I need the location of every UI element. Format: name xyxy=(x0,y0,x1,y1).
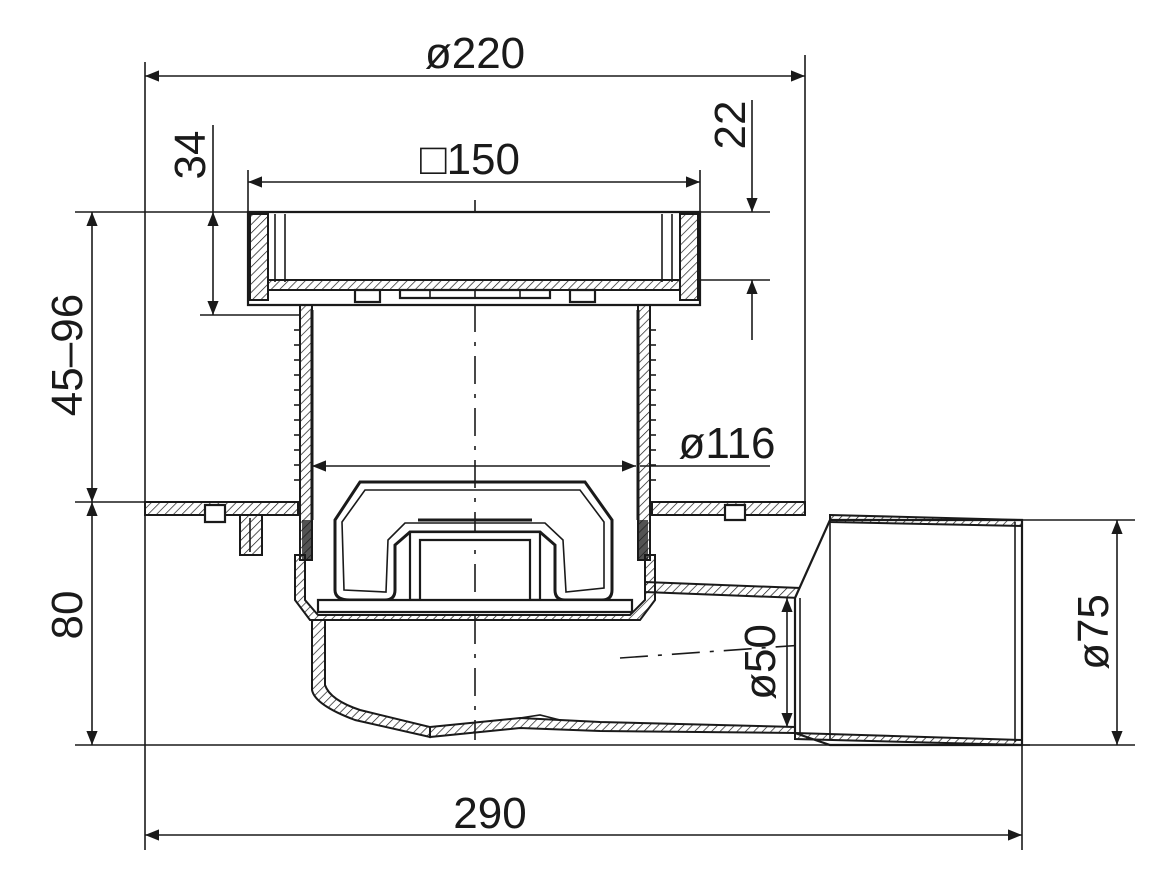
label-outlet-small: ø50 xyxy=(736,624,785,700)
label-outlet-large: ø75 xyxy=(1069,594,1118,670)
label-grate-height: 34 xyxy=(166,131,215,180)
label-grate-square: □150 xyxy=(420,135,520,184)
drain-body xyxy=(294,554,801,739)
telescopic-sleeve xyxy=(294,304,656,561)
grate-frame xyxy=(246,210,702,307)
sleeve-ribs-left xyxy=(294,329,300,481)
label-body-diameter: ø116 xyxy=(678,419,775,468)
dimension-lines xyxy=(86,70,1123,841)
odor-trap xyxy=(333,480,614,602)
label-frame-offset: 22 xyxy=(706,101,755,150)
label-outer-diameter: ø220 xyxy=(425,29,525,78)
label-adjust-range: 45–96 xyxy=(43,294,92,416)
dimension-labels: ø220 □150 34 22 45–96 80 ø116 ø50 ø75 29… xyxy=(43,29,1118,838)
floor-flange xyxy=(144,501,806,556)
sleeve-ribs-right xyxy=(650,329,656,481)
label-total-length: 290 xyxy=(453,789,526,838)
outlet-pipe xyxy=(793,513,1024,747)
label-body-height: 80 xyxy=(43,591,92,640)
